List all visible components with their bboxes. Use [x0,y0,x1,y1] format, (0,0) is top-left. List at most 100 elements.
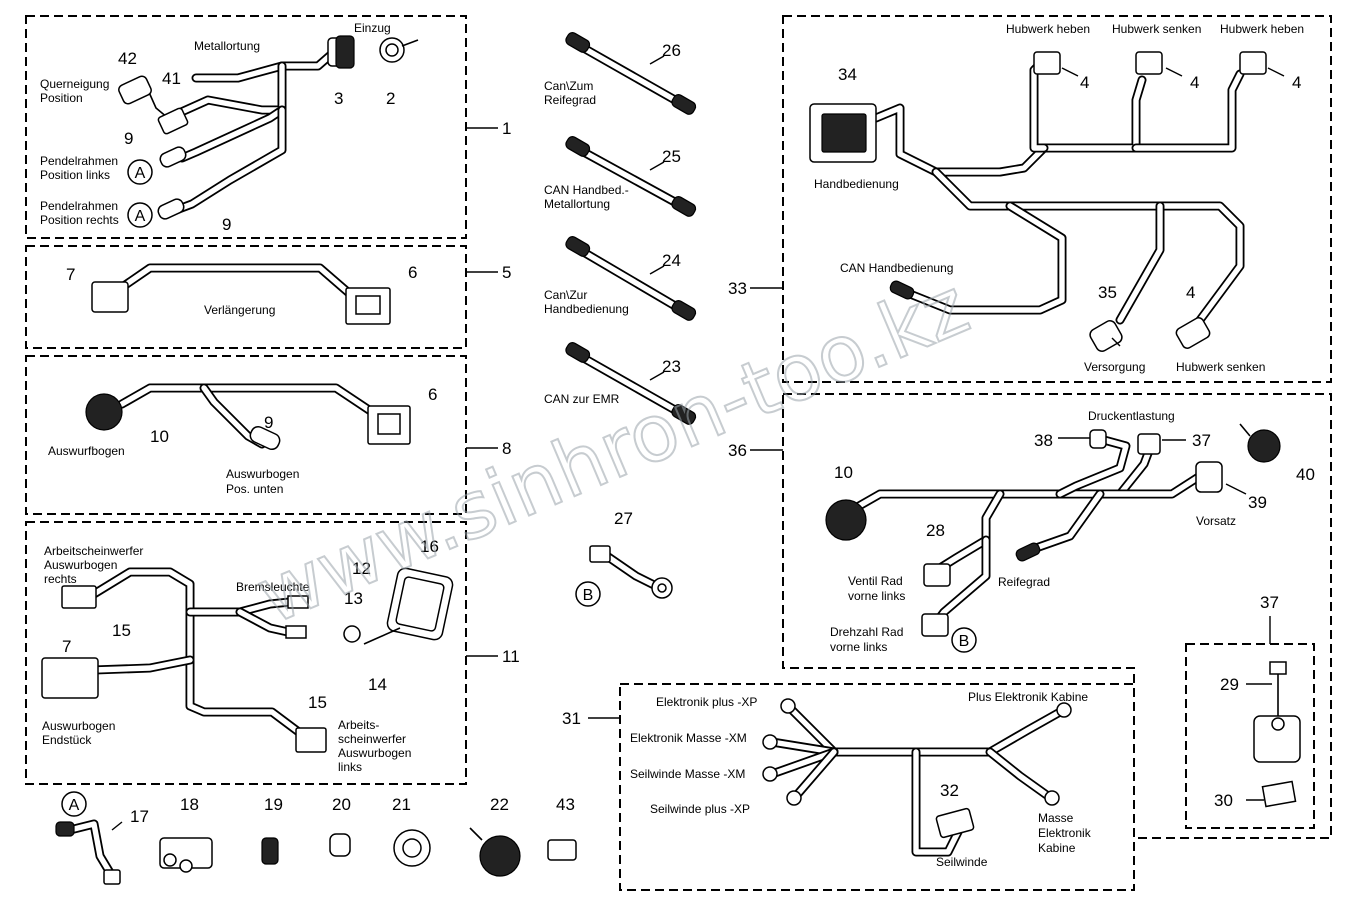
ring-terminal-elektronik-masse [762,734,778,750]
label-aw-links-2: scheinwerfer [338,732,406,746]
label-can-handbed-2: Metallortung [544,197,610,211]
part-number-25: 25 [662,147,681,166]
label-metallortung: Metallortung [194,39,260,53]
harness-group-8 [85,383,411,451]
connector-42 [118,75,152,105]
part-number-3: 3 [334,89,343,108]
cable-27 [589,545,673,599]
group-box-8 [25,355,467,515]
label-plus-elektronik-kabine: Plus Elektronik Kabine [968,690,1088,704]
part-number-4-a: 4 [1080,73,1089,92]
part-number-5: 5 [502,263,511,282]
label-ventil-1: Ventil Rad [848,574,903,588]
connector-35 [1089,320,1123,352]
part-number-39: 39 [1248,493,1267,512]
part-number-8: 8 [502,439,511,458]
ring-terminal-elektronik-plus [780,698,796,714]
label-can-handbed-1: CAN Handbed.- [544,183,629,197]
label-versorgung: Versorgung [1084,360,1145,374]
part-number-16: 16 [420,537,439,556]
part-number-1: 1 [502,119,511,138]
part-number-10-b: 10 [834,463,853,482]
cap-40 [1247,429,1281,463]
label-can-reifegrad-2: Reifegrad [544,93,596,107]
part-number-29: 29 [1220,675,1239,694]
cable-17-plug [55,821,75,837]
label-einzug: Einzug [354,21,391,35]
connector-32 [935,807,975,839]
connector-4-c [1239,51,1267,75]
valve-37 [1137,433,1161,455]
part-number-21: 21 [392,795,411,814]
connector-4-b [1135,51,1163,75]
group-box-31 [619,683,1135,891]
part-number-34: 34 [838,65,857,84]
label-aw-rechts-3: rechts [44,572,77,586]
part-number-4-d: 4 [1186,283,1195,302]
clip-19 [261,837,279,865]
can-cable-24 [565,236,697,321]
part-number-28: 28 [926,521,945,540]
connector-10-round-36 [825,499,867,541]
part-number-27: 27 [614,509,633,528]
ref-b-2: B [959,633,970,650]
label-handbedienung: Handbedienung [814,177,899,191]
part-numbers: 1 2 3 4 4 4 4 5 6 6 7 7 8 9 9 9 10 10 11… [62,41,1315,826]
group-box-37 [1185,643,1315,829]
label-can-zur-hand-1: Can\Zur [544,288,587,302]
label-ventil-2: vorne links [848,589,905,603]
label-pendel-links-1: Pendelrahmen [40,154,118,168]
label-seilwinde-masse: Seilwinde Masse -XM [630,767,745,781]
group-box-1 [25,15,467,239]
label-hubwerk-heben-1: Hubwerk heben [1006,22,1090,36]
label-druckentlastung: Druckentlastung [1088,409,1175,423]
label-can-emr: CAN zur EMR [544,392,620,406]
connector-9-pos [249,425,281,451]
plug-reifegrad [1015,542,1041,562]
connector-15-right [61,585,97,609]
label-aw-links-1: Arbeits- [338,718,379,732]
valve-bolt-hole [1271,717,1285,731]
part-number-43: 43 [556,795,575,814]
label-drehzahl-1: Drehzahl Rad [830,625,903,639]
label-can-reifegrad-1: Can\Zum [544,79,593,93]
part-number-7-b: 7 [62,637,71,656]
part-number-2: 2 [386,89,395,108]
part-number-7-a: 7 [66,265,75,284]
label-seilwinde-plus: Seilwinde plus -XP [650,802,750,816]
label-hubwerk-heben-2: Hubwerk heben [1220,22,1304,36]
part-number-6-a: 6 [408,263,417,282]
text-labels: Metallortung Einzug Querneigung Position… [40,21,1304,869]
ref-a-1: A [135,165,146,182]
harness-group-36 [825,423,1281,637]
handbedienung-panel [821,113,867,153]
part-number-32: 32 [940,781,959,800]
harness-group-33 [809,51,1267,352]
part-number-33: 33 [728,279,747,298]
part-number-26: 26 [662,41,681,60]
label-verlaengerung: Verlängerung [204,303,275,317]
leader-lines [111,55,1285,831]
connector-28 [923,563,951,587]
bolt-head-29 [1269,661,1287,675]
part-number-19: 19 [264,795,283,814]
terminal-bremsleuchte-2 [285,625,307,639]
part-number-31: 31 [562,709,581,728]
ref-a-3: A [69,797,80,814]
connector-15-left [295,727,327,753]
grommet-20 [329,833,351,857]
part-number-11: 11 [502,647,520,666]
label-aw-links-3: Auswurbogen [338,746,411,760]
connector-6-aw-inner [377,413,401,435]
part-number-15-a: 15 [112,621,131,640]
part-number-37-b: 37 [1260,593,1279,612]
label-vorsatz: Vorsatz [1196,514,1236,528]
label-masse-1: Masse [1038,811,1074,825]
label-pendel-rechts-2: Position rechts [40,213,119,227]
part-2-inner [385,43,399,57]
connector-41 [157,107,189,135]
can-cable-26 [565,32,697,115]
label-auswurfbogen: Auswurfbogen [48,444,125,458]
label-can-zur-hand-2: Handbedienung [544,302,629,316]
group-box-36 [782,393,1332,839]
